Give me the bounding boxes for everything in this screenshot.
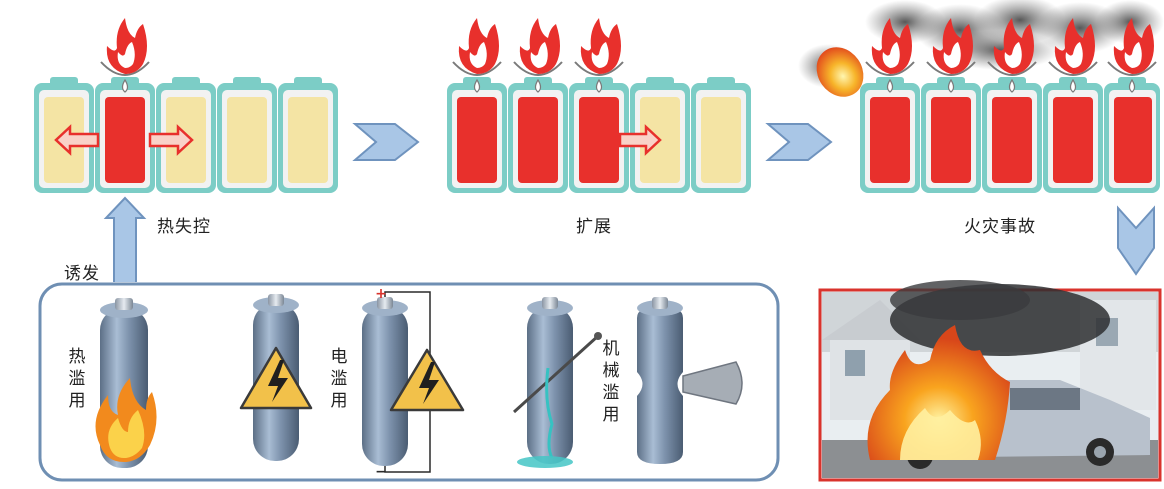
flame-icon [513,18,563,93]
cell-3-runaway [982,77,1042,193]
battery-electrical-abuse [362,291,431,473]
cell-2-runaway [95,77,155,193]
abuse-label-thermal: 热滥用 [68,347,86,411]
heat-arrow-right [618,124,662,156]
trigger-label: 诱发 [64,264,100,284]
positive-terminal-label: + [375,286,387,302]
stage-arrow-1 [352,123,420,161]
cell-3-runaway [569,77,629,193]
cell-1-runaway [447,77,507,193]
down-arrow-to-photo [1117,205,1155,276]
flame-icon [987,18,1037,93]
flame-icon [1048,18,1098,93]
fireball [798,44,864,97]
electric-hazard-icon [389,348,465,412]
cell-1-runaway [860,77,920,193]
module-thermal-runaway [34,77,338,193]
cell-2-runaway [921,77,981,193]
stage-arrow-2 [765,123,833,161]
flames [100,18,1157,93]
battery-thermal-abuse [95,298,157,468]
battery-nail-penetration [512,297,602,468]
stage-label-fire-accident: 火灾事故 [964,217,1036,237]
module-fire-accident [798,0,1164,193]
positive-sign: + [375,286,387,302]
abuse-label-mechanical: 机械滥用 [602,339,620,425]
car-fire-photo [818,280,1162,482]
cell-5 [278,77,338,193]
cell-5 [691,77,751,193]
flame-icon [452,18,502,93]
abuse-label-electrical: 电滥用 [330,347,348,411]
stage-label-propagation: 扩展 [576,217,612,237]
flame-icon [926,18,976,93]
cell-4-runaway [1043,77,1103,193]
flame-icon [100,18,150,93]
flame-icon [865,18,915,93]
electric-hazard-icon [239,346,313,410]
smoke-cloud [865,0,1164,70]
battery-crushed [637,297,743,464]
heat-arrow-right [148,124,194,156]
flame-icon [1107,18,1157,93]
flame-icon [574,18,624,93]
cell-2-runaway [508,77,568,193]
stage-label-thermal-runaway: 热失控 [157,217,211,237]
heat-arrow-left [54,124,100,156]
cell-4 [217,77,277,193]
negative-sign: − [375,464,387,480]
cell-5-runaway [1104,77,1160,193]
module-propagation [447,77,751,193]
trigger-arrow-up [103,196,147,282]
negative-terminal-label: − [375,464,387,480]
